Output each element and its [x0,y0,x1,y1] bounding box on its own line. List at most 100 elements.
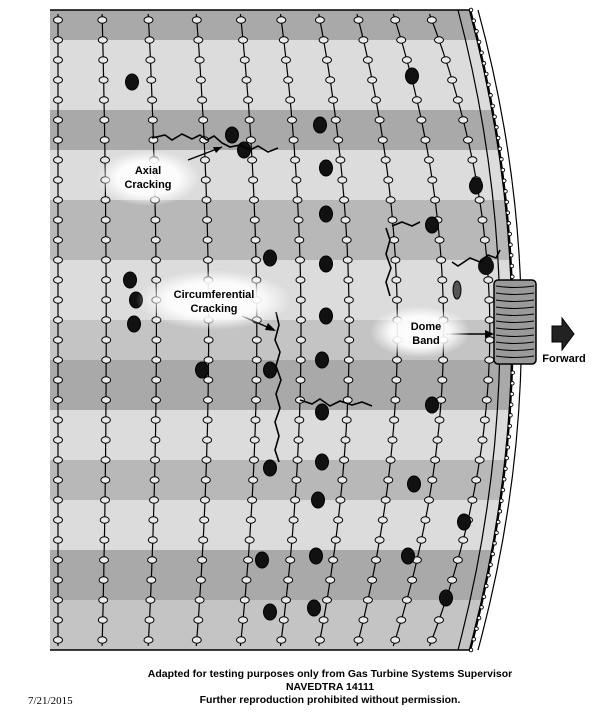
cooling-hole [97,616,108,624]
cooling-hole [396,36,407,44]
rivet [505,210,511,215]
cooling-hole [250,416,261,424]
cooling-hole [396,616,407,624]
cooling-hole [99,516,110,524]
cooling-hole [484,316,495,324]
cooling-hole [97,36,108,44]
cooling-hole [281,56,291,64]
dilution-hole [125,73,139,91]
cooling-hole [341,416,352,424]
rivet [500,487,506,493]
dilution-hole [127,315,141,333]
rivet [476,615,482,621]
axial-label-glow [96,150,200,206]
cooling-hole [432,436,443,444]
cooling-hole [53,76,63,84]
dilution-hole [401,547,415,565]
dilution-hole [425,396,439,414]
cooling-hole [314,636,325,644]
cooling-hole [250,236,261,244]
cooling-hole [99,556,109,564]
cooling-hole [202,436,213,444]
cooling-hole [283,76,294,84]
cooling-hole [146,576,157,584]
cooling-hole [434,616,444,624]
cooling-hole [150,456,160,464]
cooling-hole [53,176,63,184]
cooling-hole [287,116,297,124]
cooling-hole [150,436,161,444]
cooling-hole [318,616,329,624]
cooling-hole [53,536,63,544]
cooling-hole [389,416,400,424]
cooling-hole [278,616,289,624]
cooling-hole [201,456,212,464]
dilution-hole [439,589,453,607]
cooling-hole [339,456,350,464]
corrugation-ridge [495,299,535,303]
cooling-hole [151,376,162,384]
cooling-hole [295,356,306,364]
cooling-hole [148,516,159,524]
cooling-hole [251,256,261,264]
cooling-hole [420,516,431,524]
cooling-hole [343,296,354,304]
cooling-hole [367,76,378,84]
rivet [500,167,506,173]
cooling-hole [100,476,111,484]
cooling-hole [294,236,305,244]
dome-band-arrowhead [485,330,494,338]
corrugation-ridge [495,292,535,296]
cooling-hole [362,596,373,604]
rivet [481,61,487,66]
cooling-hole [383,476,394,484]
cooling-hole [390,16,401,24]
cooling-hole [53,576,63,584]
rivet [510,370,515,375]
cooling-hole [247,156,258,164]
cooling-hole [191,636,202,644]
cooling-hole [330,116,341,124]
cooling-hole [283,576,294,584]
cooling-hole [342,256,353,264]
cooling-hole [194,596,205,604]
cooling-hole [411,96,422,104]
cooling-hole [148,136,159,144]
cooling-hole [53,16,63,24]
cooling-hole [249,216,260,224]
cooling-hole [100,216,111,224]
cooling-hole [147,536,158,544]
cooling-hole [430,456,441,464]
dome-band [493,279,537,365]
cooling-hole [251,396,261,404]
rivet [486,82,491,87]
cooling-hole [193,36,204,44]
dilution-hole [425,216,439,234]
cooling-hole [198,116,209,124]
dilution-hole [315,403,329,421]
forward-arrow-icon [551,316,575,352]
cooling-hole [149,476,160,484]
rivet [486,573,491,578]
cooling-hole [440,56,451,64]
cooling-hole [151,256,161,264]
cooling-hole [200,476,211,484]
cooling-hole [243,556,254,564]
cooling-hole [144,616,155,624]
rivet [504,455,509,461]
cooling-hole [101,276,112,284]
shading-band [50,10,513,40]
cooling-hole [53,616,63,624]
cooling-hole [285,556,296,564]
rivet [510,274,515,279]
cooling-hole [203,256,213,264]
corrugation-ridge [495,334,535,338]
cooling-hole [294,416,305,424]
cooling-hole [383,176,394,184]
combustion-liner-diagram: Axial Cracking Circumferential Cracking … [50,7,586,653]
dilution-hole [263,361,277,379]
footer: Adapted for testing purposes only from G… [0,664,611,721]
dilution-hole [263,249,277,267]
cooling-hole [392,296,402,304]
rivet [471,637,477,642]
